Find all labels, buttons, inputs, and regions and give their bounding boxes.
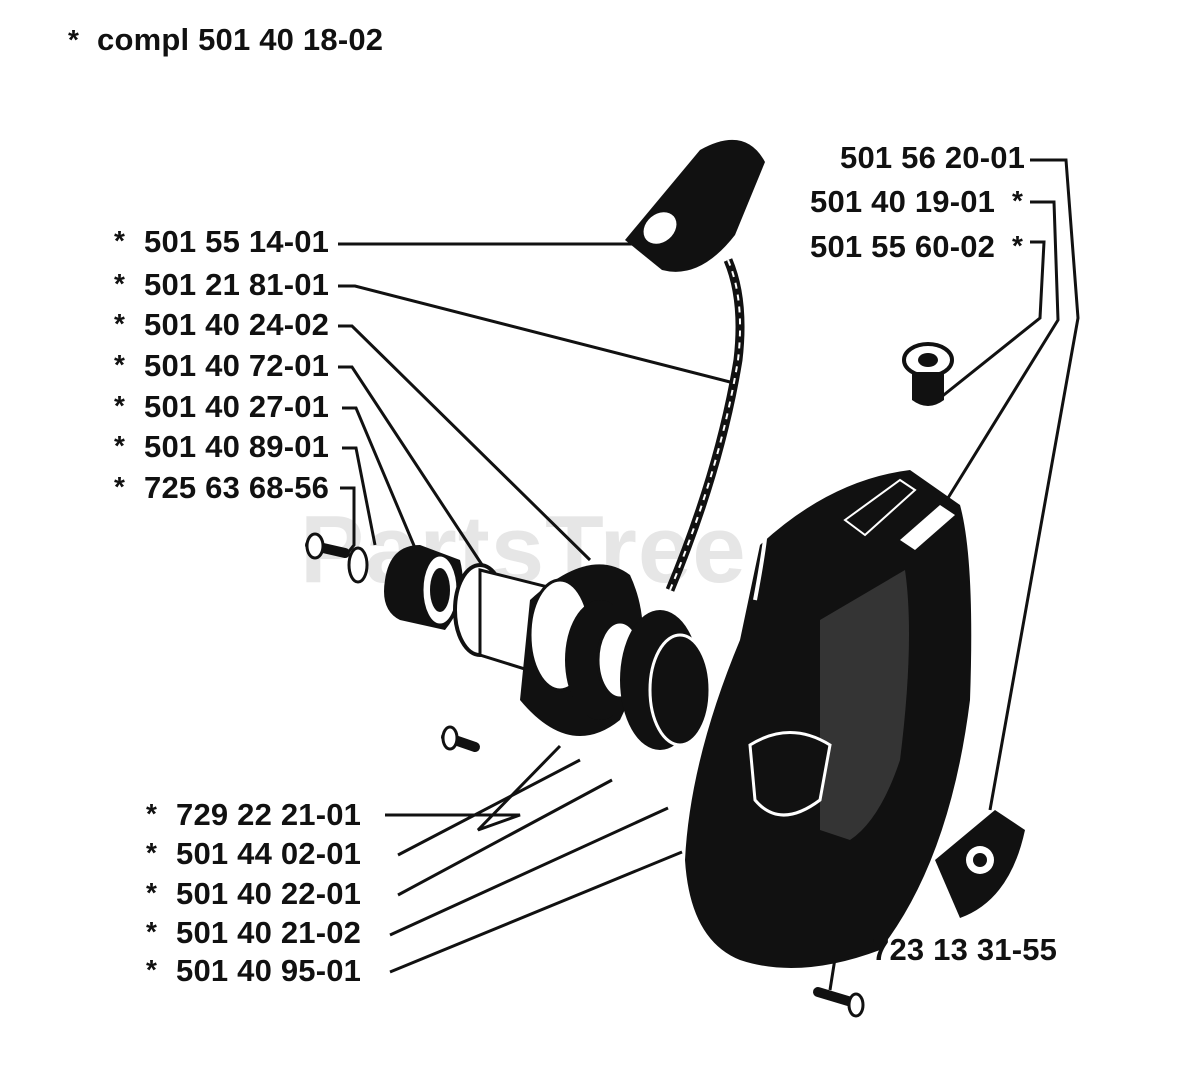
part-number-label: 501 40 19-01 <box>810 184 996 219</box>
leader-line-p15 <box>389 850 683 974</box>
assembly-number: compl 501 40 18-02 <box>97 22 384 57</box>
leader-line-p9 <box>946 200 1060 499</box>
part-number-label: 501 55 60-02 <box>810 229 996 264</box>
part-number-label: 501 55 14-01 <box>144 224 330 259</box>
part-marker: * <box>114 268 125 299</box>
leader-line-p2 <box>338 284 731 384</box>
bottom-screw-drawing <box>441 725 865 1018</box>
part-number-label: 501 21 81-01 <box>144 267 330 302</box>
leader-line-p7 <box>340 486 356 556</box>
leader-line-p11 <box>385 744 562 832</box>
leader-line-p14 <box>389 806 669 937</box>
part-marker: * <box>1012 230 1023 261</box>
leader-line-p3 <box>338 324 592 562</box>
leader-line-p8 <box>988 158 1080 811</box>
header-marker: * <box>68 24 79 55</box>
part-number-label: 501 40 27-01 <box>144 389 330 424</box>
part-number-label: 501 40 21-02 <box>176 915 362 950</box>
starter-handle-drawing <box>625 139 765 592</box>
part-marker: * <box>114 308 125 339</box>
part-number-label: 723 13 31-55 <box>872 932 1058 967</box>
part-number-label: 501 40 24-02 <box>144 307 330 342</box>
part-marker: * <box>1012 185 1023 216</box>
bushing-drawing <box>384 545 463 630</box>
part-number-label: 501 44 02-01 <box>176 836 362 871</box>
part-marker: * <box>114 225 125 256</box>
part-marker: * <box>146 916 157 947</box>
starter-cover-drawing <box>685 470 972 968</box>
leader-line-p5 <box>342 406 417 549</box>
part-marker: * <box>114 471 125 502</box>
part-marker: * <box>114 390 125 421</box>
leader-line-p13 <box>397 778 613 897</box>
leader-line-p4 <box>338 365 494 581</box>
part-marker: * <box>114 349 125 380</box>
part-number-label: 501 56 20-01 <box>840 140 1026 175</box>
part-marker: * <box>146 798 157 829</box>
part-marker: * <box>114 430 125 461</box>
part-marker: * <box>146 877 157 908</box>
part-number-label: 501 40 89-01 <box>144 429 330 464</box>
part-number-label: 501 40 22-01 <box>176 876 362 911</box>
leader-lines <box>338 158 1080 991</box>
leader-line-p12 <box>397 758 581 857</box>
decal-plate-drawing <box>935 810 1025 918</box>
part-number-label: 729 22 21-01 <box>176 797 362 832</box>
part-marker: * <box>146 837 157 868</box>
leader-line-p10 <box>939 240 1046 400</box>
part-number-label: 501 40 95-01 <box>176 953 362 988</box>
part-number-label: 501 40 72-01 <box>144 348 330 383</box>
part-number-label: 725 63 68-56 <box>144 470 330 505</box>
left-screw-drawing <box>305 532 369 584</box>
cap-plug-drawing <box>902 342 954 406</box>
pulley-assembly-drawing <box>453 563 712 750</box>
part-marker: * <box>146 954 157 985</box>
leader-line-p6 <box>342 446 377 546</box>
